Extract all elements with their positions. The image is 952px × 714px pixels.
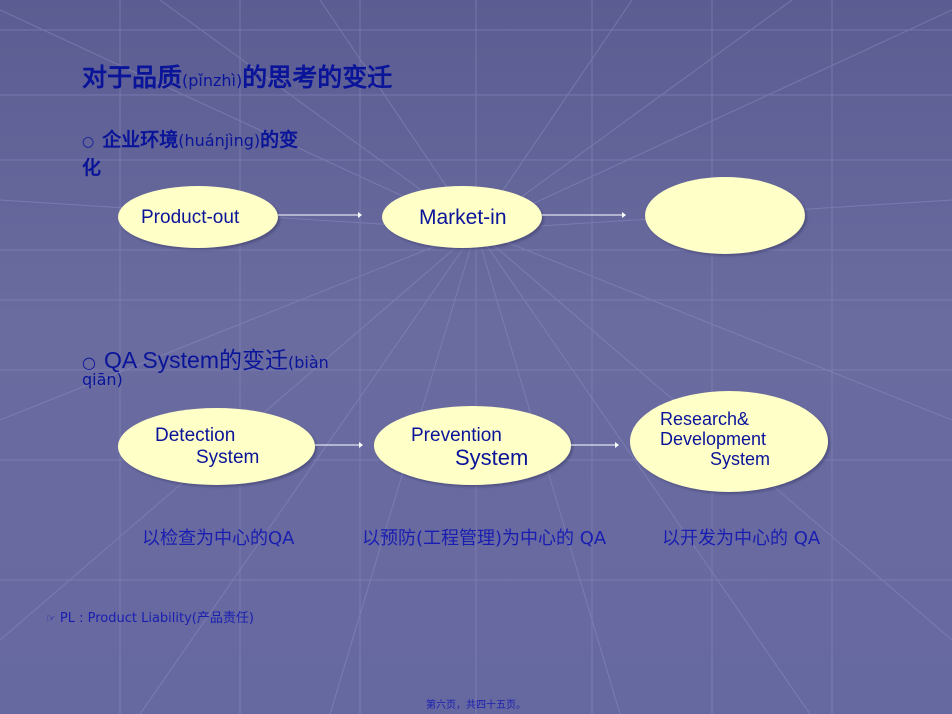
arrow-right-icon [315,442,363,448]
ellipse-market-in [382,186,542,248]
ellipse-product-out-label: Product-out [141,207,240,228]
pointing-hand-icon: ☞ [46,612,56,625]
bullet1-line2: 化 [82,157,102,179]
footnote-text: PL : Product Liability(产品责任) [59,611,254,626]
research-line2: Development [660,429,767,449]
detection-line1: Detection [155,425,236,446]
caption-detection-qa: 以检查为中心的QA [142,528,295,549]
bullet-qa-system: ○ QA System的变迁(biàn [82,341,329,375]
slide-title: 对于品质(pǐnzhì)的思考的变迁 [82,58,392,94]
title-pinyin: (pǐnzhì) [182,71,243,90]
bullet2-text-a: QA System的变迁 [103,347,289,373]
detection-line2: System [196,447,260,468]
bullet2-line2: qiān) [82,370,123,389]
page-number: 第六页，共四十五页。 [426,700,526,711]
bullet-circle-icon: ○ [82,353,96,372]
arrow-right-icon [571,442,619,448]
title-main: 对于品质 [82,63,183,92]
title-rest: 的思考的变迁 [242,63,393,92]
bullet2-pinyin-a: (biàn [288,353,329,372]
bullet1-pinyin: (huánjìng) [178,131,261,150]
ellipse-research-development-system [630,391,828,492]
bullet1-text-b: 的变 [260,129,299,151]
prevention-line2: System [455,445,529,470]
bullet-circle-icon: ○ [82,134,95,150]
ellipse-product-out [118,186,278,248]
arrow-right-icon [542,212,626,218]
ellipse-prevention-system [374,406,571,485]
bullet1-text-a: 企业环境 [102,129,179,151]
bullet-environment: ○ 企业环境(huánjìng)的变 [82,125,298,152]
prevention-line1: Prevention [411,425,502,446]
research-line3: System [710,449,771,469]
ellipse-market-in-label: Market-in [419,206,507,229]
caption-development-qa: 以开发为中心的 QA [662,528,821,549]
research-line1: Research& [660,409,750,429]
caption-prevention-qa: 以预防(工程管理)为中心的 QA [362,528,607,549]
footnote-pl: ☞PL : Product Liability(产品责任) [46,607,254,626]
arrow-right-icon [278,212,362,218]
ellipse-empty [645,177,805,254]
ellipse-detection-system [118,408,315,485]
